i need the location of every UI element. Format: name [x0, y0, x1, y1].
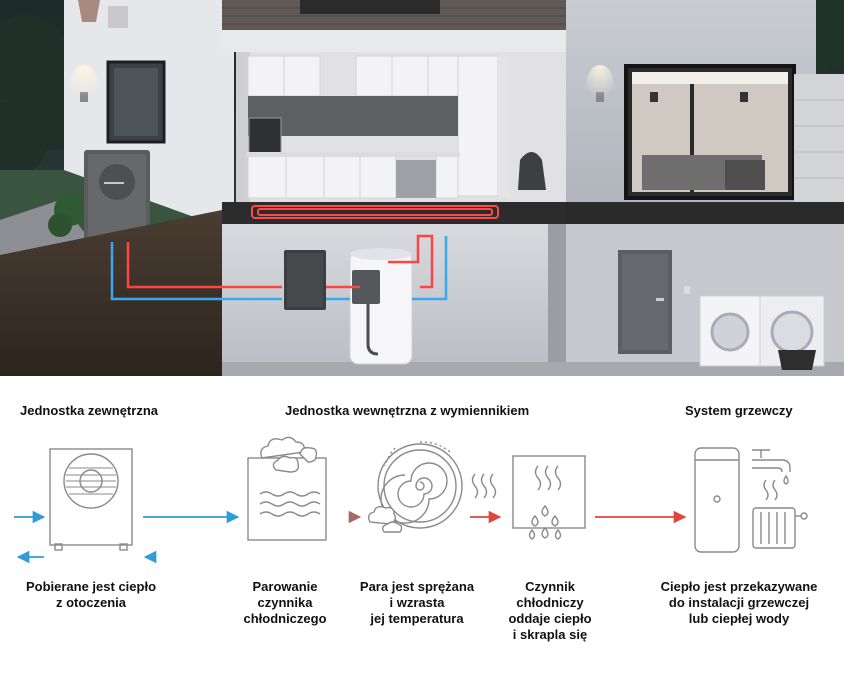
water-tank-icon: [694, 447, 740, 553]
basement-divider-wall: [548, 224, 566, 376]
header-heating-system: System grzewczy: [685, 403, 793, 418]
caption-evaporation: Parowanie czynnika chłodniczego: [243, 579, 327, 626]
caption-heat-delivery: Ciepło jest przekazywane do instalacji g…: [660, 579, 818, 626]
heat-waves-icon: [471, 473, 497, 499]
indoor-heat-pump-unit: [284, 250, 326, 310]
lounge-chair: [518, 152, 546, 190]
kitchen-upper-cabinets: [247, 55, 499, 197]
heat-pump-outdoor-icon: [49, 448, 133, 551]
process-flow-svg: [14, 436, 808, 564]
radiator-icon: [752, 507, 808, 549]
washing-machine: [699, 295, 761, 367]
compressor-icon: [367, 441, 463, 533]
dishwasher: [396, 160, 436, 198]
built-in-oven: [248, 117, 282, 155]
laundry-basket: [778, 350, 816, 370]
caption-compression: Para jest sprężana i wzrasta jej tempera…: [359, 579, 475, 626]
pipes-cold: [110, 236, 448, 301]
upper-floor-slab: [222, 30, 586, 52]
header-outdoor-unit: Jednostka zewnętrzna: [20, 403, 158, 418]
house-cutaway-scene: [0, 0, 844, 376]
kitchen-lower-cabinets: [247, 155, 459, 199]
condenser-icon: [512, 455, 586, 540]
underfloor-heating: [251, 205, 499, 219]
caption-condensation: Czynnik chłodniczy oddaje ciepło i skrap…: [508, 579, 592, 642]
outdoor-heat-pump-unit: [84, 150, 150, 242]
left-house-window-inner: [114, 68, 158, 136]
door-frame: [498, 56, 510, 198]
pipes-hot: [126, 234, 434, 289]
process-diagram: Jednostka zewnętrzna Jednostka wewnętrzn…: [0, 376, 844, 675]
tap-icon: [752, 449, 791, 501]
basement-floor: [222, 362, 844, 376]
hot-water-tank: [349, 248, 413, 365]
evaporator-icon: [247, 436, 327, 541]
garage-door: [794, 74, 844, 204]
header-indoor-unit: Jednostka wewnętrzna z wymiennikiem: [285, 403, 530, 418]
caption-outdoor: Pobierane jest ciepło z otoczenia: [25, 579, 157, 610]
